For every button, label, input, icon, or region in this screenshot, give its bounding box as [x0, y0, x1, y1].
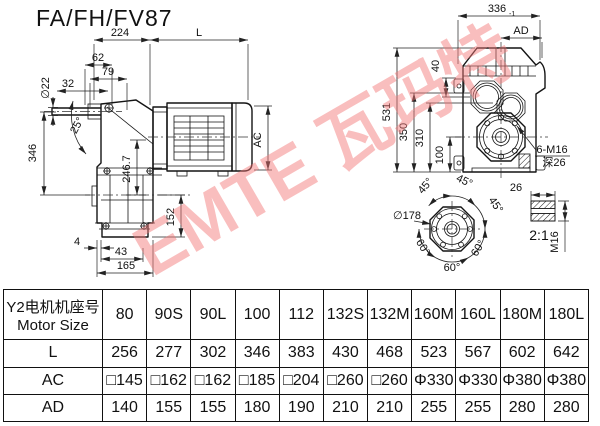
- scale-note: 2:1: [529, 227, 549, 243]
- cell: 642: [543, 339, 590, 368]
- angle-60-1: 60°: [413, 237, 432, 257]
- dim-L: L: [196, 27, 202, 39]
- col-header: 112: [278, 288, 324, 341]
- col-header: 160M: [411, 288, 457, 341]
- cell: 210: [322, 393, 369, 423]
- cell: □162: [146, 366, 192, 395]
- angle-45-1: 45°: [416, 176, 436, 196]
- cell: 256: [101, 339, 148, 368]
- dim-AD: AD: [513, 25, 528, 37]
- bolt-note: 6-M16: [536, 144, 567, 156]
- col-header: 132M: [367, 288, 413, 341]
- dim-350: 350: [398, 123, 410, 141]
- cell: 302: [190, 339, 236, 368]
- table-row-AD: AD 140 155 155 180 190 210 210 255 255 2…: [3, 393, 590, 423]
- table-row-AC: AC □145 □162 □162 □185 □204 □260 □260 Φ3…: [3, 366, 590, 395]
- col-header: 80: [101, 288, 148, 341]
- dim-40: 40: [430, 60, 442, 72]
- side-view-drawing: 224 L 62 79 32 ∅22 25° 346 246.7 1: [27, 27, 272, 277]
- dim-26: 26: [510, 182, 522, 194]
- cell: 430: [322, 339, 369, 368]
- dim-310: 310: [414, 129, 426, 147]
- cell: 155: [190, 393, 236, 423]
- dim-531: 531: [381, 103, 393, 121]
- dim-32: 32: [62, 78, 74, 90]
- dim-62: 62: [92, 52, 104, 64]
- cell: 190: [278, 393, 324, 423]
- table-row-L: L 256 277 302 346 383 430 468 523 567 60…: [3, 339, 590, 368]
- cell: □204: [278, 366, 324, 395]
- col-header: 90L: [190, 288, 236, 341]
- cell: 255: [455, 393, 501, 423]
- dim-43: 43: [115, 246, 127, 258]
- table-header-row: Y2电机机座号 Motor Size 80 90S 90L 100 112 13…: [3, 288, 590, 341]
- cell: Φ380: [499, 366, 545, 395]
- col-header: 180L: [543, 288, 590, 341]
- row-label: L: [3, 339, 103, 368]
- cell: Φ330: [411, 366, 457, 395]
- row-label: AD: [3, 393, 103, 423]
- motor-size-header-cn: Y2电机机座号: [6, 298, 100, 316]
- cell: 523: [411, 339, 457, 368]
- dim-152: 152: [165, 208, 177, 226]
- technical-drawing: 224 L 62 79 32 ∅22 25° 346 246.7 1: [27, 3, 570, 277]
- row-label: AC: [3, 366, 103, 395]
- dim-79: 79: [102, 66, 114, 78]
- col-header: 160L: [455, 288, 501, 341]
- bolt-depth-note: 深26: [542, 156, 565, 169]
- dim-M16: M16: [549, 231, 561, 252]
- dim-4: 4: [74, 236, 80, 248]
- cell: Φ380: [543, 366, 590, 395]
- cell: 255: [411, 393, 457, 423]
- dim-224: 224: [111, 27, 129, 39]
- dim-336-tol: -1: [509, 11, 515, 18]
- cell: Φ330: [455, 366, 501, 395]
- cell: □260: [367, 366, 413, 395]
- col-header: 90S: [146, 288, 192, 341]
- page-title: FA/FH/FV87: [36, 5, 173, 31]
- cell: 155: [146, 393, 192, 423]
- cell: □260: [322, 366, 369, 395]
- cell: 602: [499, 339, 545, 368]
- motor-size-header: Y2电机机座号 Motor Size: [3, 288, 103, 341]
- cell: 468: [367, 339, 413, 368]
- cell: 180: [234, 393, 280, 423]
- dim-100: 100: [434, 146, 446, 164]
- cell: 277: [146, 339, 192, 368]
- dim-246-7: 246.7: [121, 155, 133, 183]
- dimension-table: Y2电机机座号 Motor Size 80 90S 90L 100 112 13…: [3, 288, 590, 423]
- col-header: 180M: [499, 288, 545, 341]
- cell: □185: [234, 366, 280, 395]
- angle-45-3: 45°: [486, 195, 505, 216]
- dim-25deg: 25°: [68, 115, 86, 135]
- dim-165: 165: [117, 260, 135, 272]
- dim-AC: AC: [252, 132, 264, 147]
- cell: 280: [543, 393, 590, 423]
- col-header: 132S: [322, 288, 369, 341]
- dim-178: ∅178: [393, 210, 421, 222]
- dim-shaft-dia: ∅22: [40, 77, 52, 99]
- cell: 346: [234, 339, 280, 368]
- dim-336: 336: [488, 3, 506, 15]
- motor-size-header-en: Motor Size: [17, 316, 89, 334]
- cell: 210: [367, 393, 413, 423]
- cell: 567: [455, 339, 501, 368]
- front-view-drawing: 336 -1 AD 531 350 310 100 40 6-M16 深26: [381, 3, 570, 274]
- angle-60-3: 60°: [444, 262, 461, 274]
- col-header: 100: [234, 288, 280, 341]
- dim-346: 346: [27, 144, 39, 162]
- cell: 383: [278, 339, 324, 368]
- cell: 140: [101, 393, 148, 423]
- cell: □145: [101, 366, 148, 395]
- cell: □162: [190, 366, 236, 395]
- angle-45-2: 45°: [454, 172, 474, 190]
- cell: 280: [499, 393, 545, 423]
